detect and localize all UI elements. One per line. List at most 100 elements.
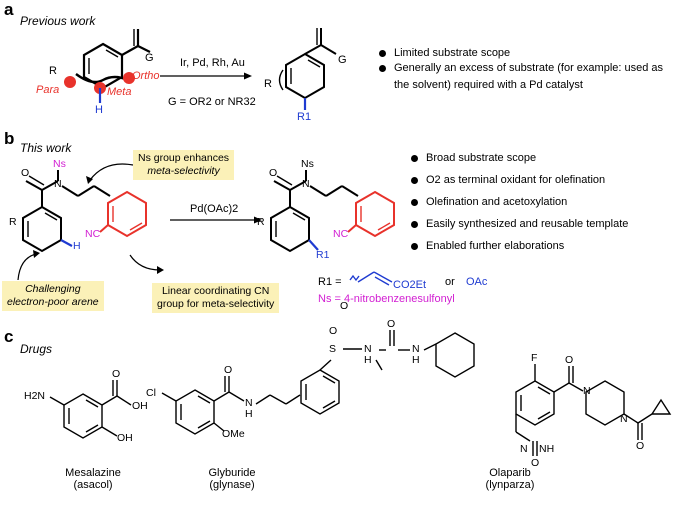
mesalazine-oh-2: OH <box>117 432 133 444</box>
olaparib-lactam-o: O <box>531 457 540 469</box>
glyburide-h: H <box>245 408 253 420</box>
olaparib-amide-o: O <box>636 440 645 452</box>
drug-brand: (asacol) <box>73 479 113 491</box>
para-site-marker <box>64 76 76 88</box>
meta-label: Meta <box>107 86 132 98</box>
panel-a-g-label: G <box>145 52 154 64</box>
panel-b-o-label: O <box>21 167 30 179</box>
ortho-label: Ortho <box>132 70 160 82</box>
panel-a-r-label: R <box>49 65 57 77</box>
panel-a-bullet: Limited substrate scope <box>378 46 663 61</box>
olaparib-ring-n: N <box>520 443 528 455</box>
panel-b-n-label: N <box>54 178 62 190</box>
olaparib-label: Olaparib (lynparza) <box>475 467 545 491</box>
panel-b-title: This work <box>20 141 72 155</box>
challenging-callout: Challenging electron-poor arene <box>2 281 104 311</box>
drug-name: Olaparib <box>489 467 531 479</box>
glyburide-h2: H <box>412 354 420 366</box>
r1-olefin <box>349 271 393 286</box>
panel-a-bullet-continued: the solvent) required with a Pd catalyst <box>394 79 583 91</box>
drug-name: Mesalazine <box>65 467 121 479</box>
catalysts-label: Ir, Pd, Rh, Au <box>180 57 245 69</box>
r1-ester-option: CO2Et <box>393 279 427 291</box>
callout-line: Challenging <box>25 283 81 295</box>
panel-a-product-r: R <box>264 78 272 90</box>
callout-line: Linear coordinating CN <box>161 285 270 297</box>
panel-b-bullet: Enabled further elaborations <box>410 239 628 254</box>
r1-oac-option: OAc <box>466 276 488 288</box>
panel-c-letter: c <box>4 327 14 346</box>
glyburide-structure <box>161 330 475 435</box>
panel-b-h-label: H <box>73 240 81 252</box>
panel-b-letter: b <box>4 129 15 148</box>
mesalazine-h2n: H2N <box>24 390 46 402</box>
product-r-label: R <box>257 216 265 228</box>
glyburide-cl: Cl <box>146 387 156 399</box>
callout-line: electron-poor arene <box>7 296 99 308</box>
panel-a-product-r1: R1 <box>297 111 312 123</box>
linear-cn-callout: Linear coordinating CN group for meta-se… <box>152 283 280 313</box>
panel-c-title: Drugs <box>20 342 53 356</box>
product-ns-label: Ns <box>301 158 314 170</box>
glyburide-label: Glyburide (glynase) <box>197 467 267 491</box>
ns-definition: Ns = 4-nitrobenzenesulfonyl <box>318 293 455 305</box>
panel-b-nc-label: NC <box>85 228 101 240</box>
olaparib-n1: N <box>583 385 591 397</box>
olaparib-f: F <box>531 352 538 364</box>
panel-b-bullets: Broad substrate scope O2 as terminal oxi… <box>410 151 628 254</box>
r1-definition: R1 = <box>318 276 342 288</box>
r1-or: or <box>445 276 455 288</box>
panel-a-bullets: Limited substrate scope Generally an exc… <box>378 46 663 76</box>
callout-line: group for meta-selectivity <box>157 298 275 310</box>
panel-b-substrate <box>22 170 111 253</box>
mesalazine-oh: OH <box>132 400 148 412</box>
glyburide-so-top: O <box>329 325 338 337</box>
olaparib-n2: N <box>620 413 628 425</box>
panel-b-bullet: Easily synthesized and reusable template <box>410 217 628 232</box>
panel-a-letter: a <box>4 0 14 19</box>
glyburide-urea-o: O <box>387 318 396 330</box>
glyburide-s: S <box>329 343 337 355</box>
glyburide-nh1: N <box>364 343 372 355</box>
panel-a-h-label: H <box>95 104 103 116</box>
reagent-label: Pd(OAc)2 <box>190 203 239 215</box>
glyburide-o: O <box>224 364 233 376</box>
product-n-label: N <box>302 178 310 190</box>
product-nc-label: NC <box>333 228 349 240</box>
glyburide-n: N <box>245 397 253 409</box>
olaparib-structure <box>515 364 672 456</box>
g-definition: G = OR2 or NR32 <box>168 96 256 108</box>
callout-line: Ns group enhances <box>138 152 230 164</box>
panel-b-bullet: Broad substrate scope <box>410 151 628 166</box>
glyburide-ome: OMe <box>222 428 245 440</box>
glyburide-so-o: O <box>340 300 349 312</box>
para-label: Para <box>36 84 60 96</box>
ortho-site-marker <box>123 72 135 84</box>
panel-a-product-ring <box>285 28 337 100</box>
olaparib-nh: NH <box>539 443 555 455</box>
drug-name: Glyburide <box>208 467 256 479</box>
panel-b-ns-label: Ns <box>53 158 66 170</box>
panel-b-bullet: O2 as terminal oxidant for olefination <box>410 173 628 188</box>
panel-b-product <box>270 170 359 253</box>
olaparib-o: O <box>565 354 574 366</box>
glyburide-h1: H <box>364 354 372 366</box>
glyburide-nh2: N <box>412 343 420 355</box>
mesalazine-label: Mesalazine (asacol) <box>58 467 128 491</box>
product-o-label: O <box>269 167 278 179</box>
callout-line: meta-selectivity <box>147 165 220 177</box>
panel-a-bridge <box>75 73 129 84</box>
product-r1-label: R1 <box>316 249 330 261</box>
mesalazine-structure <box>49 380 132 439</box>
ns-group-callout: Ns group enhances meta-selectivity <box>133 150 235 180</box>
mesalazine-o: O <box>112 368 121 380</box>
panel-b-r-label: R <box>9 216 17 228</box>
panel-a-title: Previous work <box>20 14 96 28</box>
panel-b-bullet: Olefination and acetoxylation <box>410 195 628 210</box>
panel-b-product-template-ring <box>347 190 395 238</box>
panel-a-bullet: Generally an excess of substrate (for ex… <box>378 61 663 76</box>
panel-b-template-ring <box>99 190 147 238</box>
drug-brand: (lynparza) <box>485 479 535 491</box>
drug-brand: (glynase) <box>209 479 255 491</box>
